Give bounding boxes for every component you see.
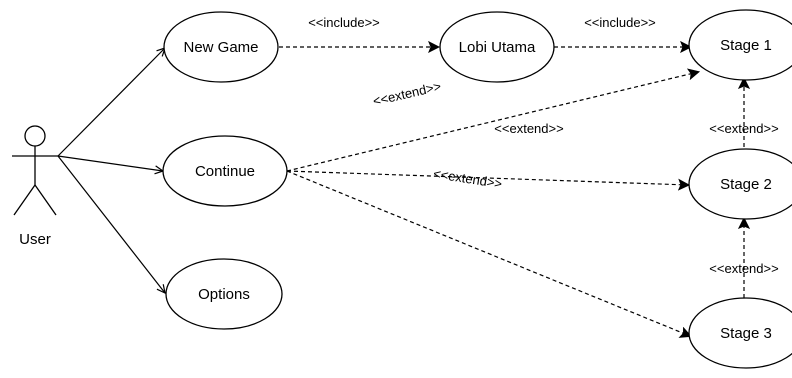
use-case-stage3[interactable]: Stage 3 <box>688 297 792 369</box>
extend-label-continue-stage1-a: <<extend>> <box>371 79 442 109</box>
actor-head <box>24 125 46 147</box>
actor-leg-left <box>13 184 36 216</box>
extend-label-continue-stage1-b: <<extend>> <box>494 121 563 136</box>
use-case-continue-label: Continue <box>195 163 255 180</box>
actor-user[interactable]: User <box>12 125 58 248</box>
use-case-options-label: Options <box>198 286 250 303</box>
extend-label-stage3-stage2: <<extend>> <box>709 261 778 276</box>
use-case-new-game[interactable]: New Game <box>163 11 279 83</box>
association-user-continue <box>57 155 163 171</box>
extend-continue-stage3 <box>286 170 690 336</box>
use-case-stage3-label: Stage 3 <box>720 325 772 342</box>
use-case-continue[interactable]: Continue <box>162 135 288 207</box>
actor-label: User <box>19 231 51 248</box>
use-case-stage1-label: Stage 1 <box>720 37 772 54</box>
extend-label-continue-stage2: <<extend>> <box>432 166 503 192</box>
use-case-lobi-utama-label: Lobi Utama <box>459 39 536 56</box>
use-case-stage2[interactable]: Stage 2 <box>688 148 792 220</box>
use-case-stage1[interactable]: Stage 1 <box>688 9 792 81</box>
extend-label-stage2-stage1: <<extend>> <box>709 121 778 136</box>
include-label-1: <<include>> <box>308 15 380 30</box>
extend-continue-stage1 <box>286 72 698 172</box>
include-label-2: <<include>> <box>584 15 656 30</box>
use-case-new-game-label: New Game <box>183 39 258 56</box>
use-case-stage2-label: Stage 2 <box>720 176 772 193</box>
actor-leg-right <box>34 184 57 216</box>
association-user-new-game <box>57 48 165 157</box>
use-case-lobi-utama[interactable]: Lobi Utama <box>439 11 555 83</box>
association-user-options <box>57 155 165 293</box>
extend-continue-stage2 <box>286 170 688 185</box>
use-case-options[interactable]: Options <box>165 258 283 330</box>
